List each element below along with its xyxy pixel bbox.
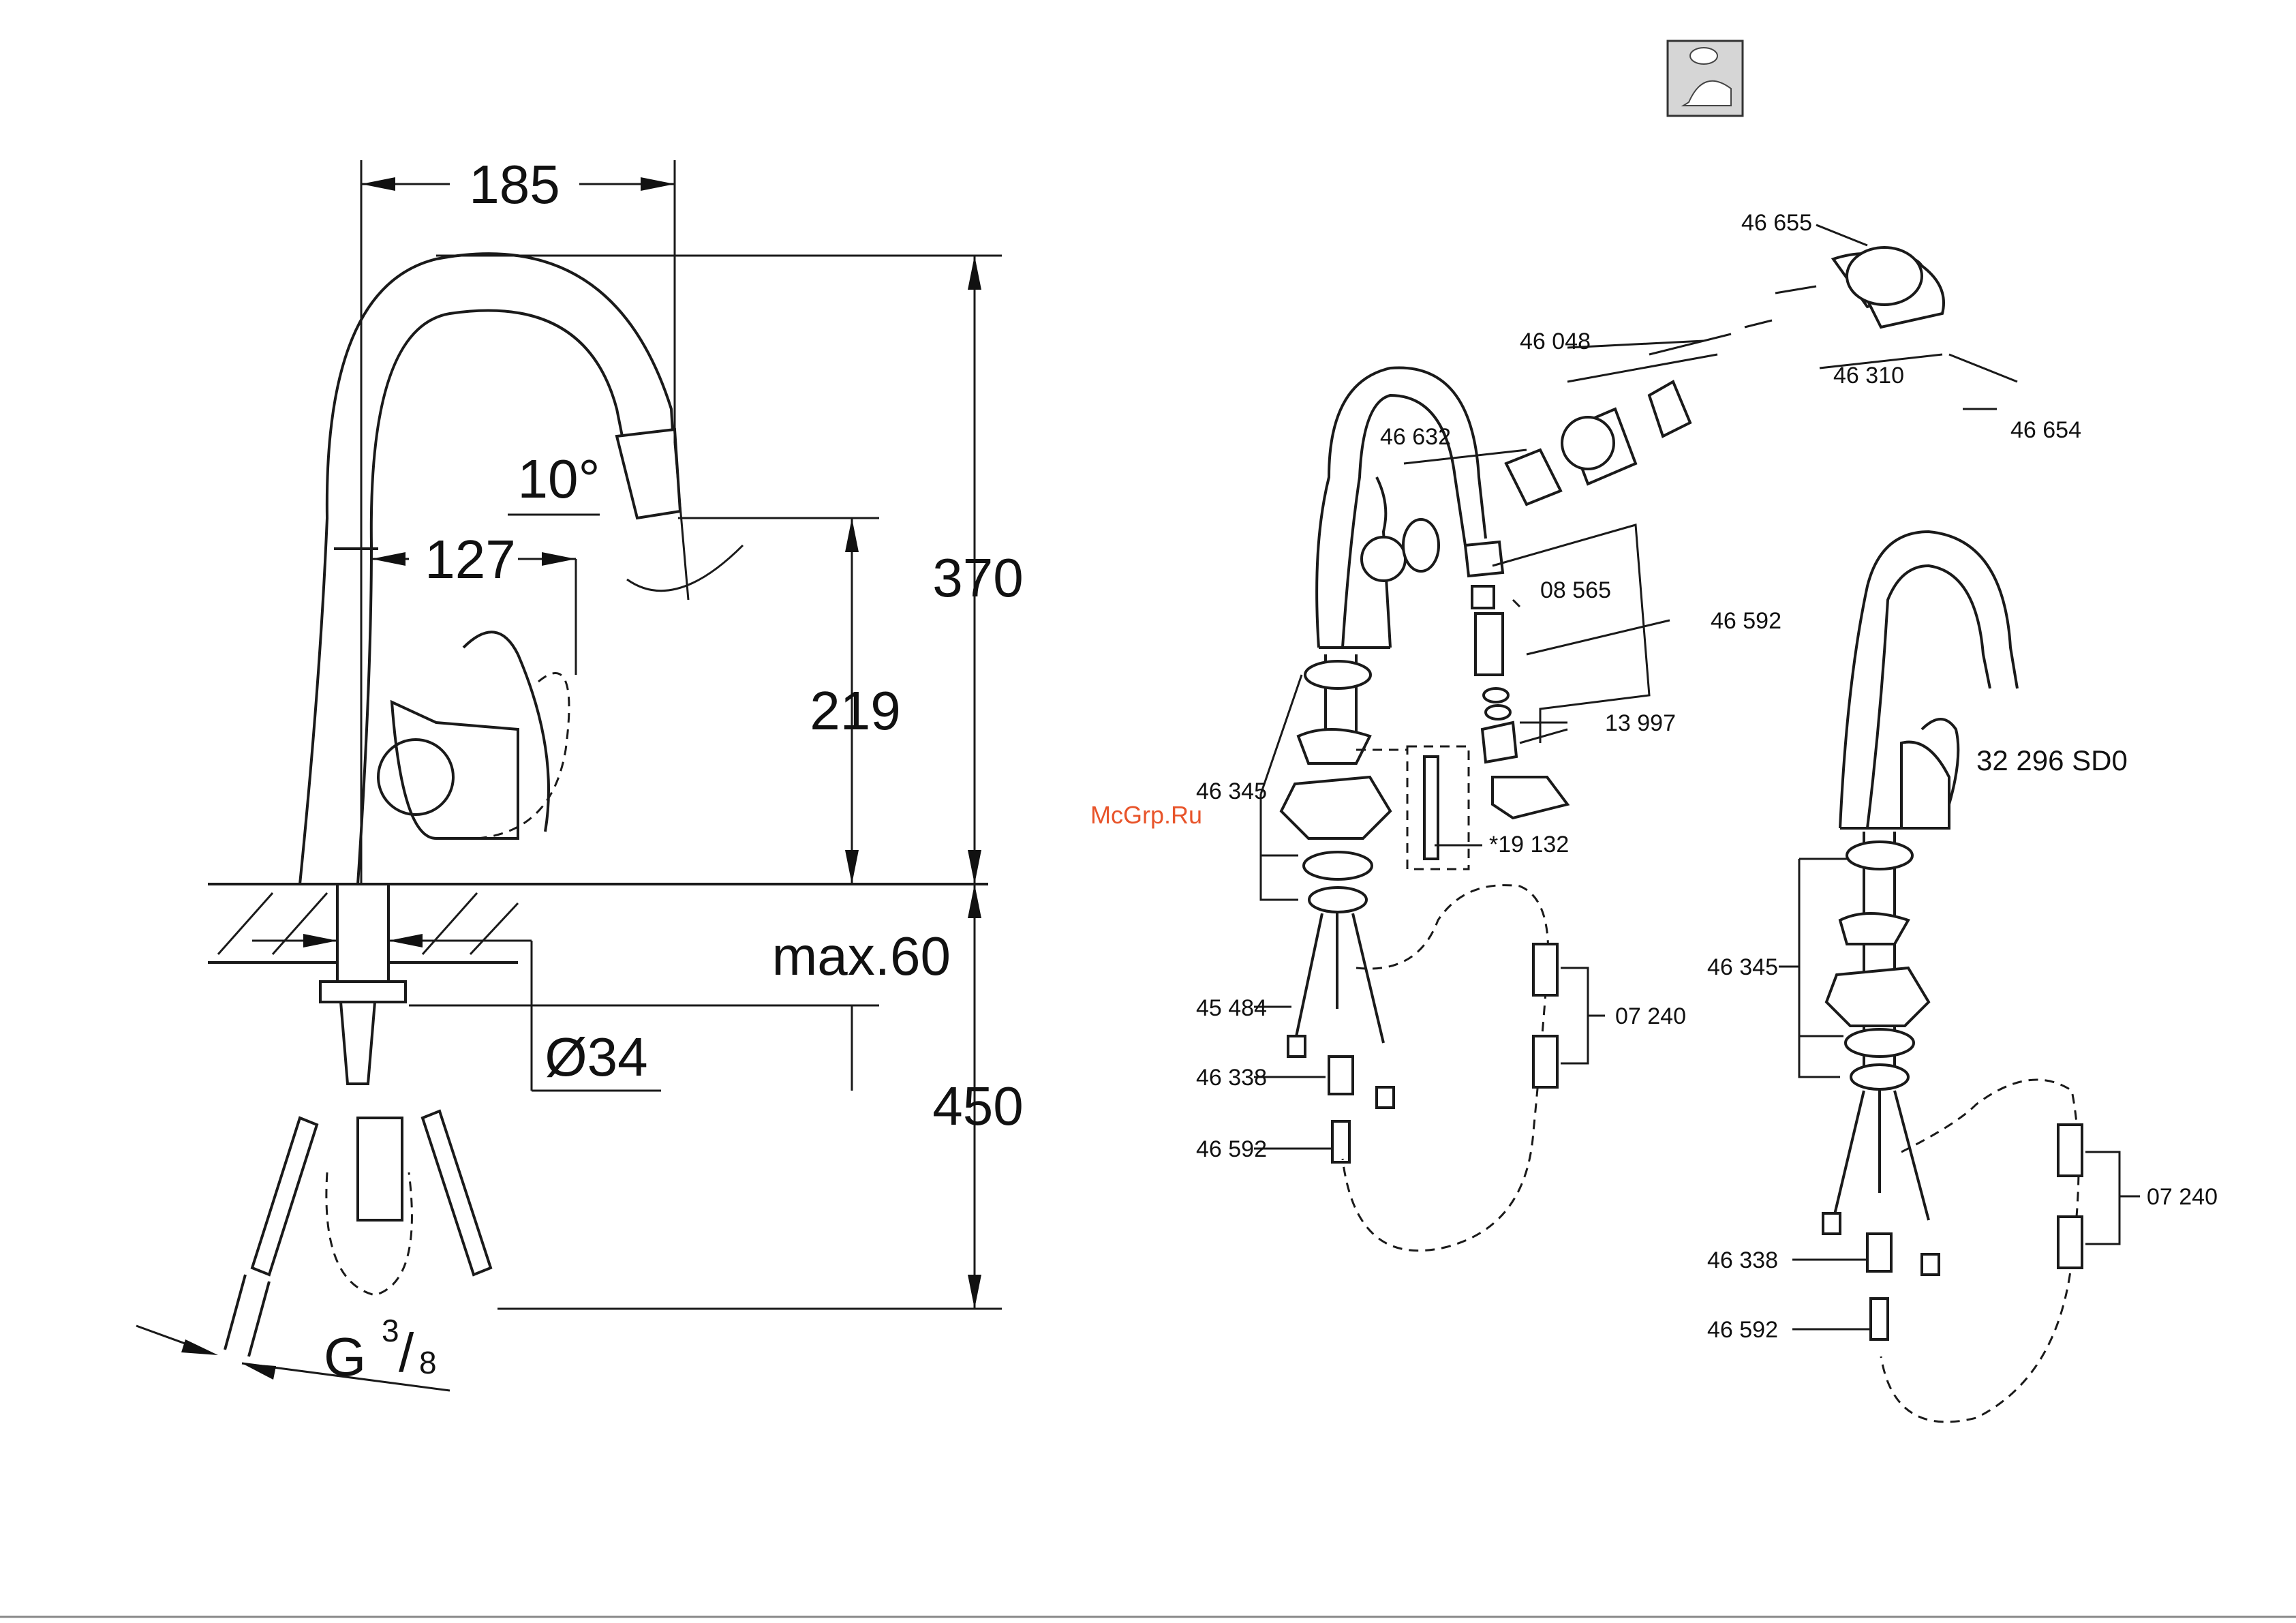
- label-46345-lower: 46 345: [1707, 954, 1778, 980]
- model-number: 32 296 SD0: [1976, 744, 2128, 776]
- dim-reach-127: 127: [425, 529, 515, 590]
- label-13997: 13 997: [1605, 710, 1676, 736]
- label-46632: 46 632: [1380, 424, 1451, 450]
- label-07240-upper: 07 240: [1615, 1003, 1686, 1029]
- label-46338-lower: 46 338: [1707, 1247, 1778, 1273]
- dim-diameter-34: Ø34: [545, 1027, 647, 1087]
- dim-thread-num: 3: [382, 1313, 399, 1348]
- dim-angle-10: 10°: [518, 449, 600, 509]
- dim-thread-slash: /: [399, 1322, 414, 1383]
- label-46592-lower: 46 592: [1196, 1136, 1267, 1162]
- exploded-view-lower: 32 296 SD0 46 345 07 240 46 338 46 592: [1707, 532, 2218, 1422]
- label-08565: 08 565: [1540, 577, 1611, 603]
- label-07240-lower: 07 240: [2147, 1184, 2218, 1210]
- watermark: McGrp.Ru: [1090, 801, 1202, 829]
- label-19132: *19 132: [1489, 832, 1569, 858]
- label-46338-upper: 46 338: [1196, 1065, 1267, 1091]
- label-46310: 46 310: [1833, 363, 1904, 389]
- dim-max-60: max.60: [772, 926, 951, 986]
- dim-length-450: 450: [932, 1076, 1023, 1136]
- exploded-view-upper: 46 655 46 048 46 310 46 654 46 632 08 56…: [1196, 210, 2081, 1251]
- dim-height-219: 219: [810, 680, 900, 741]
- label-45484: 45 484: [1196, 995, 1267, 1021]
- dim-height-370: 370: [932, 547, 1023, 608]
- finish-icon: [1668, 41, 1743, 116]
- label-46592-sd0: 46 592: [1707, 1317, 1778, 1343]
- label-46592-upper: 46 592: [1711, 608, 1781, 634]
- label-46655: 46 655: [1741, 210, 1812, 236]
- label-46048: 46 048: [1520, 329, 1591, 354]
- label-46345-upper: 46 345: [1196, 778, 1267, 804]
- dim-thread-den: 8: [419, 1345, 437, 1380]
- dim-thread-g: G: [324, 1326, 366, 1387]
- dim-width-185: 185: [469, 154, 560, 215]
- faucet-dimension-drawing: 185 370 10° 127 219 max.60: [136, 154, 1024, 1391]
- label-46654: 46 654: [2010, 417, 2081, 443]
